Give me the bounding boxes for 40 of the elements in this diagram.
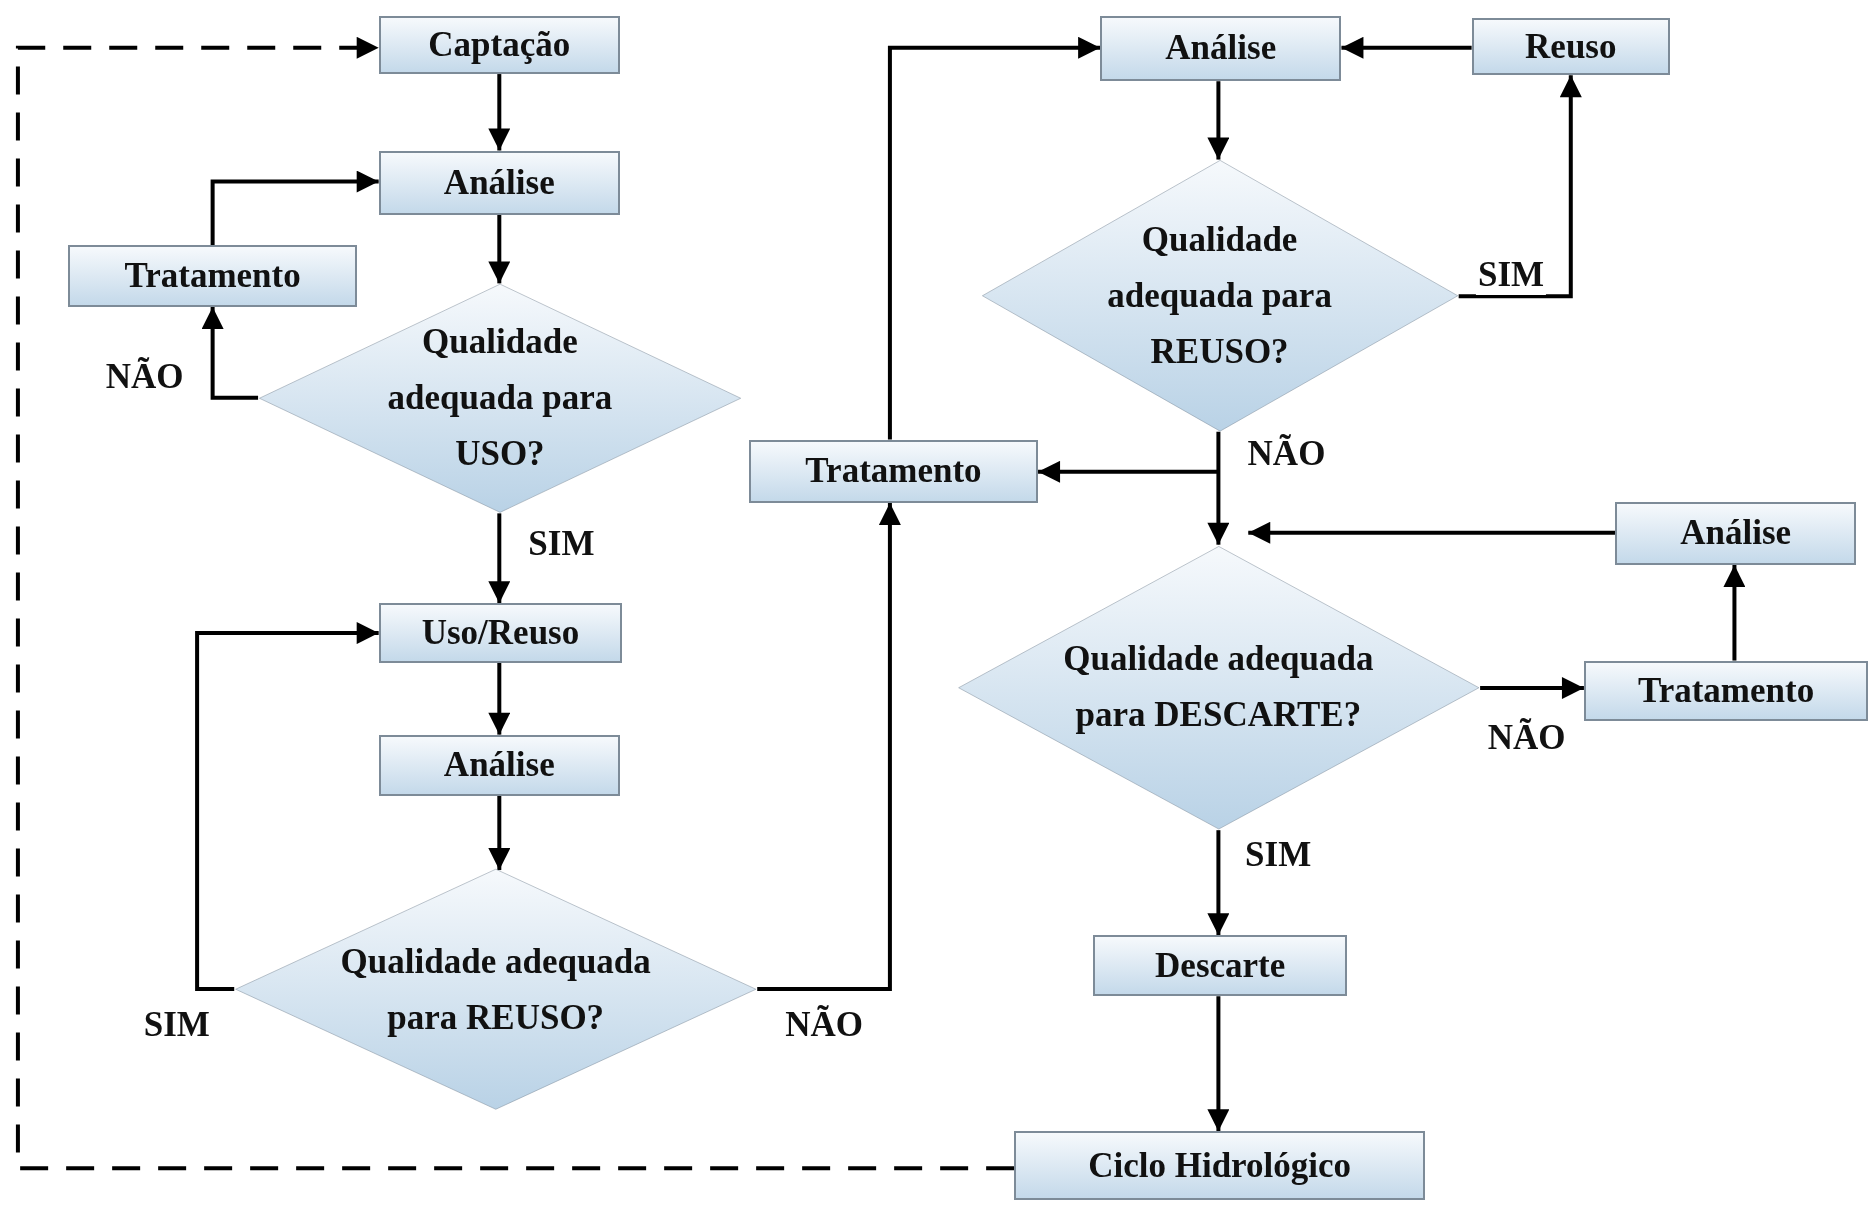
arrow: [1207, 996, 1230, 1132]
process-box: Tratamento: [68, 244, 358, 307]
arrow: [201, 307, 259, 400]
arrow: [195, 622, 379, 992]
dashed-arrow: [15, 36, 1015, 1171]
arrow: [1248, 521, 1615, 544]
process-box: Reuso: [1471, 17, 1670, 76]
arrow: [488, 74, 511, 151]
arrow: [887, 36, 1101, 440]
decision-text: Qualidade adequada para DESCARTE?: [1062, 638, 1375, 737]
process-box: Análise: [1615, 501, 1857, 565]
arrow: [1207, 81, 1230, 160]
arrow: [757, 502, 901, 992]
arrow: [488, 795, 511, 871]
process-box: Descarte: [1092, 935, 1348, 997]
arrow: [1480, 677, 1584, 700]
decision-text: Qualidade adequada para REUSO?: [339, 940, 652, 1039]
process-box: Tratamento: [748, 439, 1038, 503]
arrow: [1723, 565, 1746, 661]
process-box: Ciclo Hidrológico: [1014, 1131, 1426, 1201]
process-box: Captação: [378, 15, 620, 75]
arrow: [1341, 36, 1472, 59]
arrow: [488, 215, 511, 284]
arrow: [488, 513, 511, 604]
decision-diamond: [232, 868, 759, 1111]
decision-diamond: [955, 544, 1482, 831]
process-box: Uso/Reuso: [378, 603, 623, 663]
arrow: [1458, 75, 1582, 299]
process-box: Análise: [378, 150, 620, 215]
arrow: [1207, 431, 1230, 545]
arrow: [1038, 460, 1220, 483]
process-box: Tratamento: [1583, 660, 1869, 722]
arrow: [488, 662, 511, 735]
decision-text: Qualidade adequada para USO?: [386, 321, 614, 476]
decision-diamond: [979, 158, 1460, 433]
arrow: [210, 170, 379, 245]
decision-text: Qualidade adequada para REUSO?: [1106, 218, 1333, 373]
arrow: [1207, 830, 1230, 936]
process-box: Análise: [1100, 15, 1342, 82]
process-box: Análise: [378, 734, 620, 796]
